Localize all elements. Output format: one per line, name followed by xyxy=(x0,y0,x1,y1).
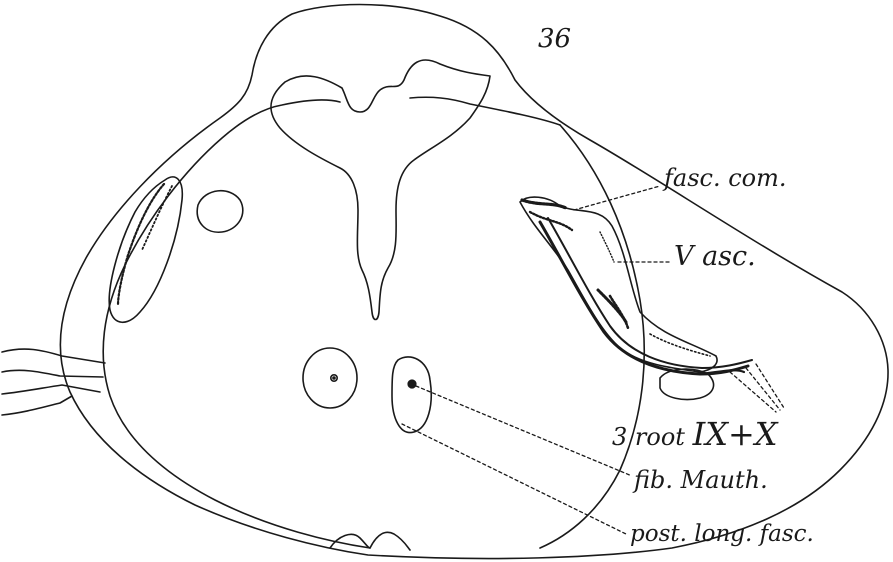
label-root-nerves: IX+X xyxy=(693,415,778,453)
left-medial-oval xyxy=(303,348,357,408)
right-inner-contour xyxy=(540,125,644,548)
label-root: 3 root IX+X xyxy=(612,418,778,450)
left-nerve-root xyxy=(2,349,105,415)
ventral-fissure xyxy=(330,532,410,550)
trigeminal-tract xyxy=(520,197,752,374)
label-fasc-com: fasc. com. xyxy=(664,166,786,190)
label-v-asc: V asc. xyxy=(674,243,756,270)
small-oval-left xyxy=(197,191,243,232)
dorsal-cavity xyxy=(271,60,490,320)
label-fib-mauth: fib. Mauth. xyxy=(634,468,768,492)
label-post-long-fasc: post. long. fasc. xyxy=(630,523,814,546)
figure-number: 36 xyxy=(538,26,571,52)
inner-contour xyxy=(103,97,560,548)
right-medial-oval xyxy=(392,357,431,433)
label-root-prefix: 3 root xyxy=(612,423,685,451)
left-lateral-tract xyxy=(109,177,182,322)
